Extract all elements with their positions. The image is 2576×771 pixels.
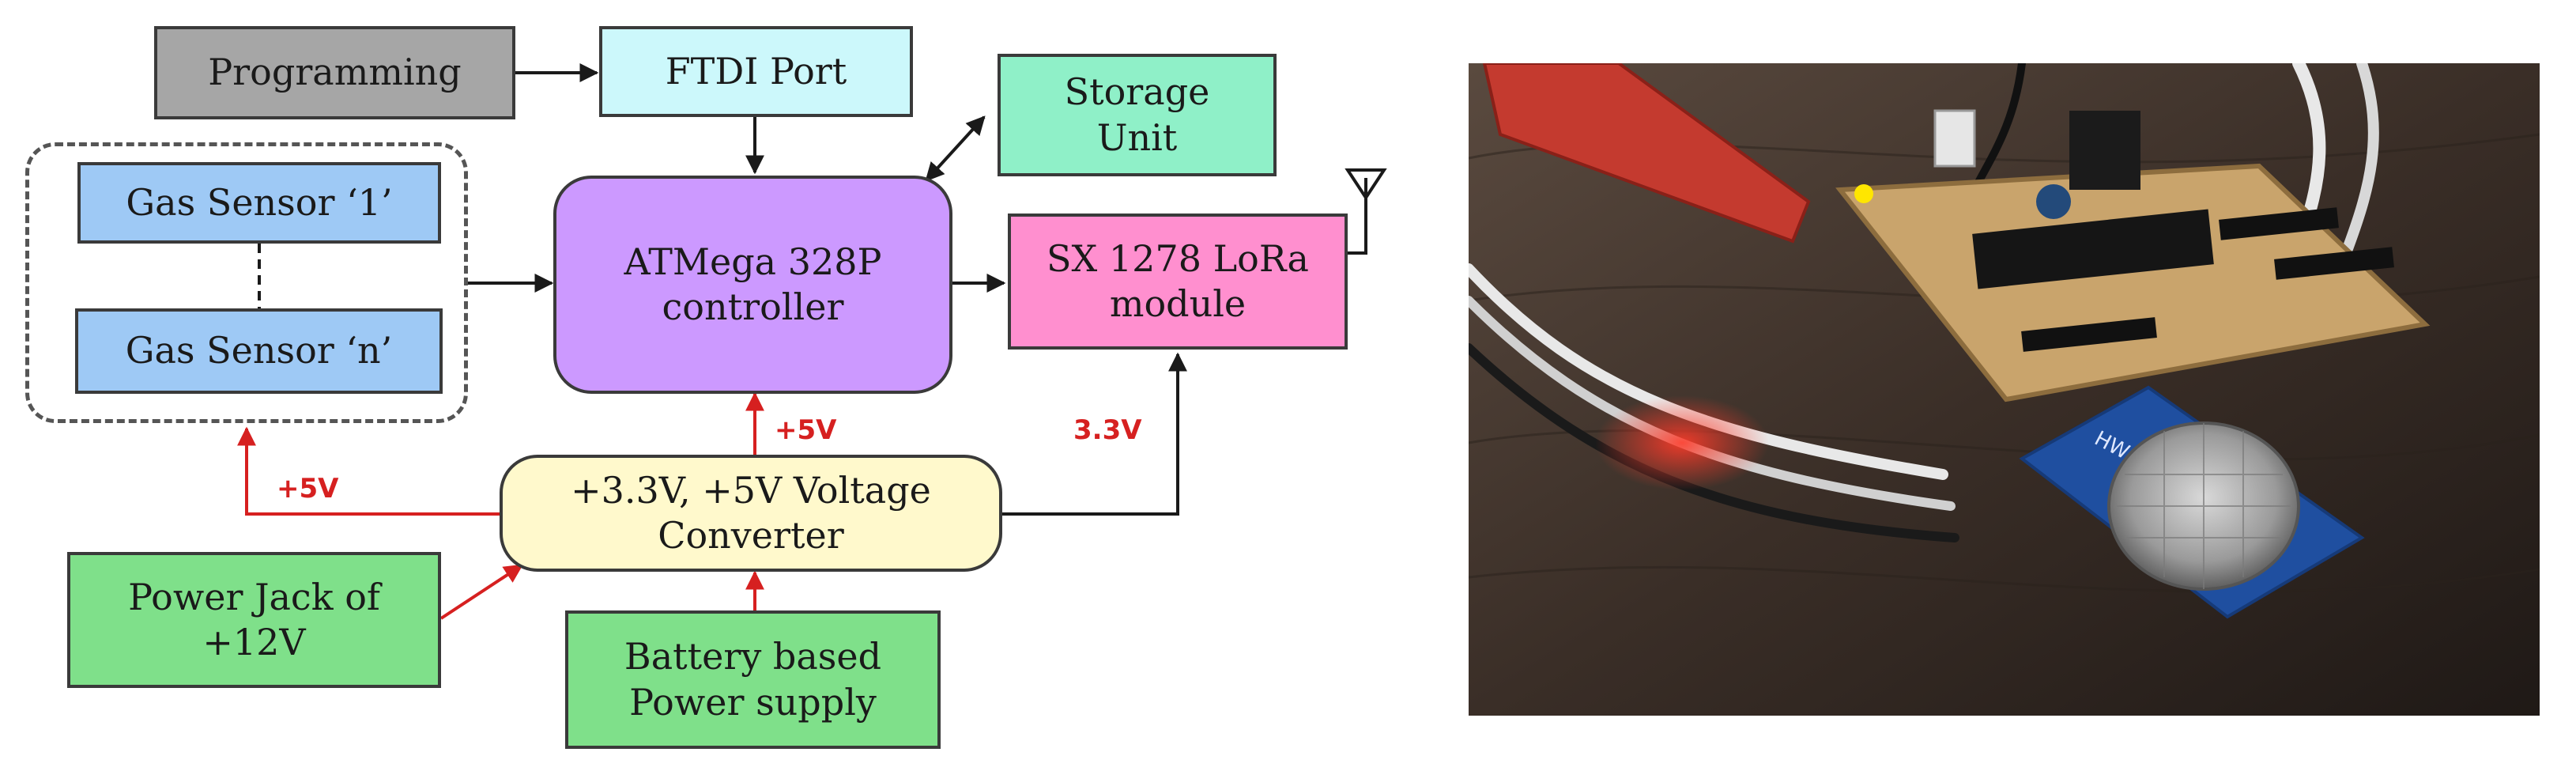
block-diagram: Programming FTDI Port Storage Unit Gas S…: [25, 26, 1387, 749]
push-button: [1933, 109, 1976, 168]
ftdi-port-block: FTDI Port: [599, 26, 913, 117]
power-wires: [237, 391, 764, 620]
programming-block: Programming: [154, 26, 515, 119]
antenna-mast: [1348, 178, 1367, 255]
yellow-led: [1854, 184, 1873, 203]
hardware-photo: HW: [1469, 63, 2540, 716]
header-pins: [2021, 207, 2394, 352]
antenna-icon: [1345, 168, 1387, 201]
label-5v-controller: +5V: [775, 414, 837, 446]
battery-supply-block: Battery based Power supply: [565, 610, 941, 749]
red-led-glow: [1595, 395, 1769, 490]
power-jack-block: Power Jack of +12V: [67, 552, 441, 688]
wire-storage-controller: [925, 115, 986, 182]
lora-module-block: SX 1278 LoRa module: [1008, 214, 1348, 350]
gas-sensor-1-block: Gas Sensor ‘1’: [77, 162, 441, 244]
wire-powerjack-converter: [439, 564, 524, 620]
gas-sensor-group: [25, 142, 468, 423]
capacitor: [2036, 184, 2071, 219]
wire-converter-lora: [1002, 352, 1187, 516]
voltage-regulator: [2069, 111, 2140, 190]
gas-sensor-n-block: Gas Sensor ‘n’: [75, 308, 443, 394]
storage-unit-block: Storage Unit: [998, 54, 1277, 176]
lora-module-board: [1482, 63, 1811, 244]
voltage-converter-block: +3.3V, +5V Voltage Converter: [500, 455, 1002, 572]
label-3v3-lora: 3.3V: [1073, 414, 1142, 446]
atmega-chip: [1972, 209, 2214, 289]
label-5v-sensors: +5V: [277, 473, 339, 505]
hardware-photo-illustration: HW: [1469, 63, 2540, 716]
connection-wires: [237, 63, 1387, 620]
wire-converter-sensors: [237, 426, 500, 516]
controller-block: ATMega 328P controller: [553, 176, 952, 394]
mesh-texture: [2117, 423, 2291, 589]
signal-wires: [258, 63, 1387, 516]
